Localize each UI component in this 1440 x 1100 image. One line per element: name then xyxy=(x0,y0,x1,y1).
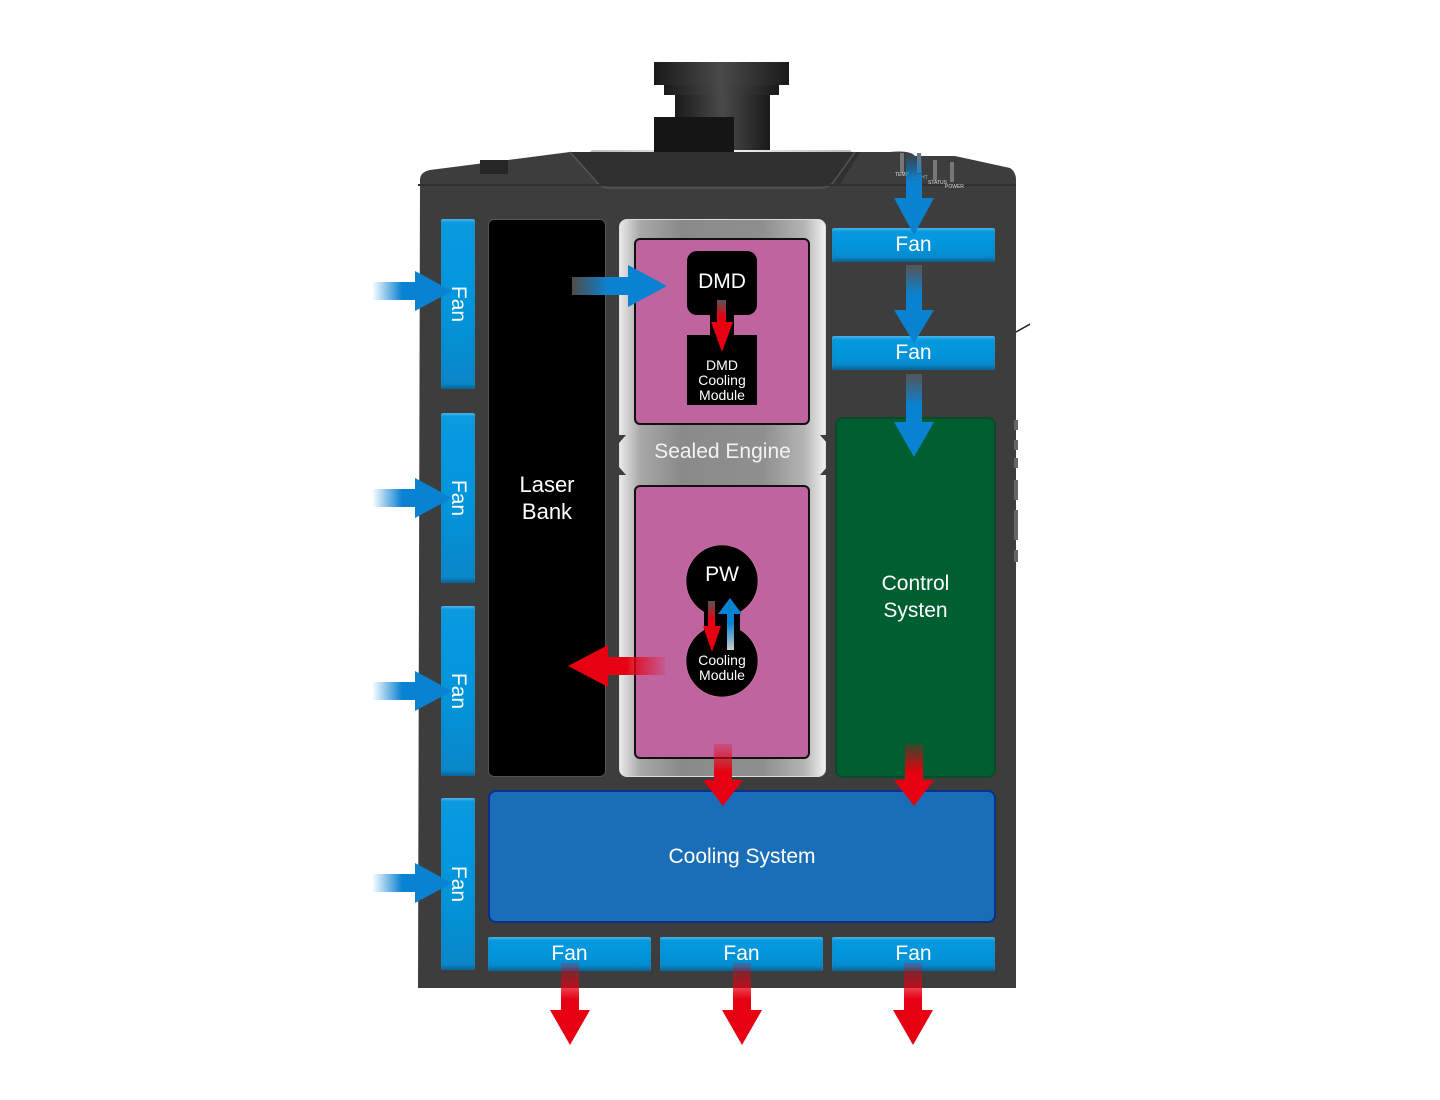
pw-cooling-shape xyxy=(685,545,759,697)
engine-exhaust-arrow xyxy=(703,744,743,806)
pw-coolant-up-arrow xyxy=(718,598,742,650)
pw-heat-down-arrow xyxy=(703,601,721,652)
intake-arrow-4 xyxy=(372,863,452,903)
airflow-to-dmd-arrow xyxy=(572,265,667,307)
dmd-chip: DMD xyxy=(687,251,757,315)
top-intake-arrow xyxy=(894,152,934,235)
bottom-exhaust-arrow-3 xyxy=(893,963,933,1045)
dmd-heat-arrow xyxy=(711,300,733,352)
intake-arrow-1 xyxy=(372,271,452,311)
sealed-engine-label: Sealed Engine xyxy=(654,440,791,463)
indicator-temp-label: TEMP xyxy=(895,172,909,178)
sealed-engine-notches xyxy=(612,435,834,475)
pw-cooling-module-label: Cooling Module xyxy=(698,652,746,683)
cooling-system: Cooling System xyxy=(488,790,996,923)
indicator-status-label: STATUS xyxy=(928,180,947,186)
heat-to-laser-arrow xyxy=(568,645,665,687)
left-fan-1: Fan xyxy=(441,219,475,389)
indicator-power-label: POWER xyxy=(945,184,964,190)
fan-to-fan-arrow xyxy=(894,265,934,343)
intake-arrow-3 xyxy=(372,671,452,711)
dmd-cooling-module: DMD Cooling Module xyxy=(687,335,757,405)
intake-arrow-2 xyxy=(372,478,452,518)
bottom-exhaust-arrow-2 xyxy=(722,963,762,1045)
fan-to-control-arrow xyxy=(894,374,934,457)
control-exhaust-arrow xyxy=(894,744,934,806)
pw-label: PW xyxy=(705,563,739,586)
pw-chamber xyxy=(634,485,810,759)
right-fan-1: Fan xyxy=(832,228,995,262)
bottom-exhaust-arrow-1 xyxy=(550,963,590,1045)
